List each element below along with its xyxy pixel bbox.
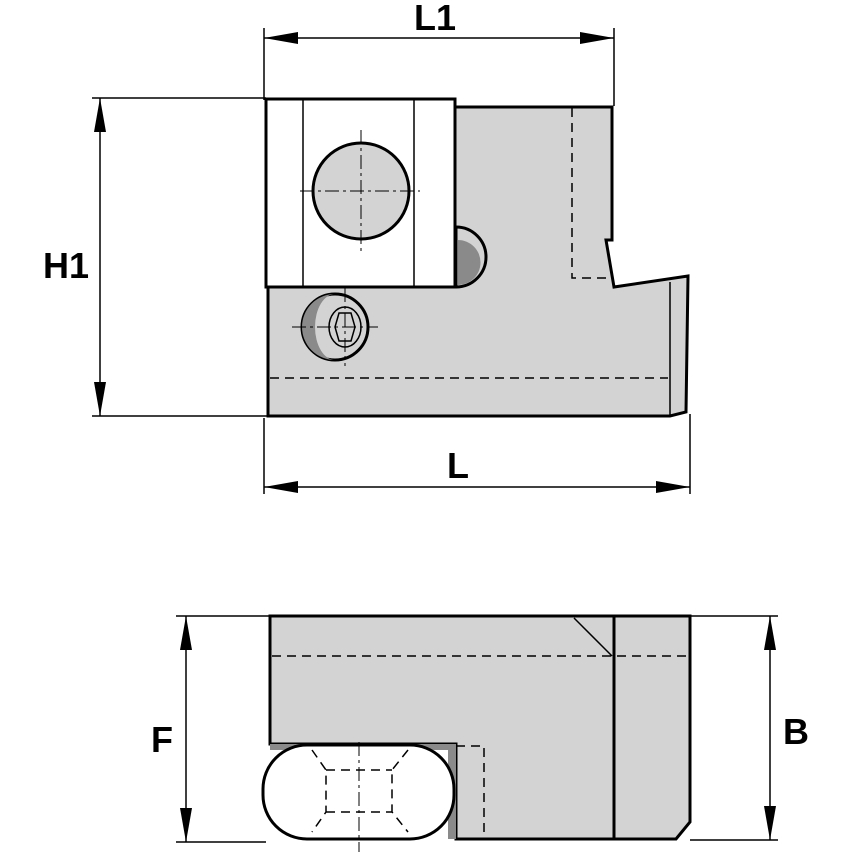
hex-screw bbox=[292, 288, 378, 366]
dimension-L: L bbox=[263, 414, 691, 494]
hidden-line-pocket bbox=[571, 108, 606, 279]
pin-shadow bbox=[458, 240, 481, 285]
side-view: L1 H1 L bbox=[43, 0, 691, 494]
chamfer-line bbox=[573, 617, 613, 657]
dimension-B: B bbox=[690, 615, 809, 841]
label-B: B bbox=[783, 711, 809, 752]
label-F: F bbox=[151, 719, 173, 760]
top-view: F B bbox=[151, 614, 809, 852]
label-H1: H1 bbox=[43, 245, 89, 286]
label-L1: L1 bbox=[414, 0, 456, 38]
dimension-H1: H1 bbox=[43, 97, 268, 417]
dimension-L1: L1 bbox=[263, 0, 615, 106]
clamp-bolt bbox=[300, 130, 420, 252]
dimension-F: F bbox=[151, 615, 270, 843]
label-L: L bbox=[447, 445, 469, 486]
hidden-hex-pocket bbox=[311, 749, 409, 833]
